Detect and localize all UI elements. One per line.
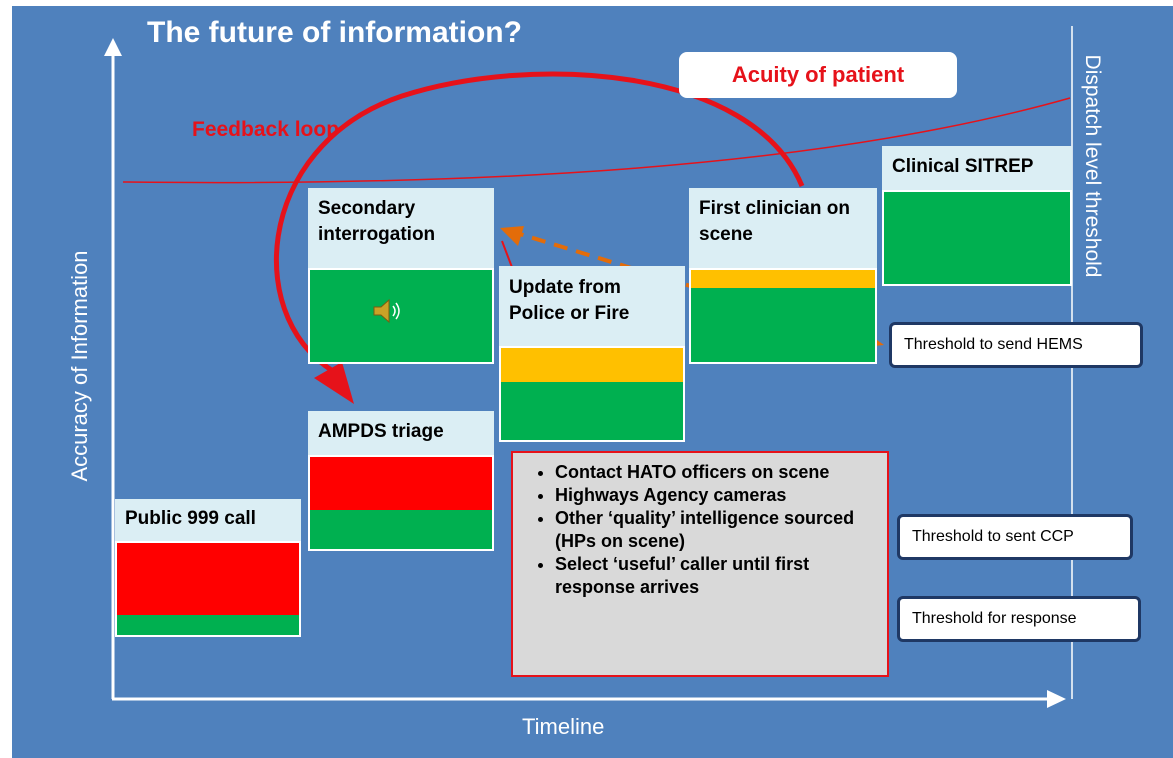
stage-label-ampds-triage: AMPDS triage: [308, 411, 494, 455]
hems-arrowhead-left: [500, 226, 524, 246]
speaker-icon[interactable]: [370, 296, 410, 326]
info-list: Contact HATO officers on scene Highways …: [531, 461, 871, 599]
stage-bar-ampds-triage: [308, 455, 494, 551]
stage-label-clinical-sitrep: Clinical SITREP: [882, 146, 1072, 190]
bar-segment-green: [117, 614, 299, 635]
stage-label-update-police-fire: Update from Police or Fire: [499, 266, 685, 346]
stage-label-public-999-call: Public 999 call: [115, 499, 301, 541]
info-item: Other ‘quality’ intelligence sourced (HP…: [555, 507, 871, 553]
bar-segment-amber: [691, 270, 875, 289]
dispatch-threshold-label: Dispatch level threshold: [1081, 54, 1104, 278]
threshold-response: Threshold for response: [897, 596, 1141, 642]
stage-bar-update-police-fire: [499, 346, 685, 442]
bar-segment-green: [691, 288, 875, 362]
bar-segment-amber: [501, 348, 683, 383]
bar-segment-green: [501, 382, 683, 440]
threshold-ccp: Threshold to sent CCP: [897, 514, 1133, 560]
feedback-loop-label: Feedback loop: [192, 118, 340, 141]
info-box: Contact HATO officers on scene Highways …: [511, 451, 889, 677]
x-axis-arrowhead: [1047, 690, 1066, 708]
slide-title: The future of information?: [147, 16, 522, 49]
stage-bar-public-999-call: [115, 541, 301, 637]
bar-segment-green: [310, 510, 492, 549]
bar-segment-red: [310, 457, 492, 511]
stage-label-secondary-interrogation: Secondary interrogation: [308, 188, 494, 268]
bar-segment-red: [117, 543, 299, 615]
y-axis-label: Accuracy of Information: [67, 250, 92, 482]
slide: The future of information? Acuity of pat…: [12, 6, 1173, 758]
acuity-label: Acuity of patient: [679, 52, 957, 98]
bar-segment-green: [310, 270, 492, 362]
bar-segment-green: [884, 192, 1070, 284]
stage-bar-clinical-sitrep: [882, 190, 1072, 286]
info-item: Contact HATO officers on scene: [555, 461, 871, 484]
threshold-hems: Threshold to send HEMS: [889, 322, 1143, 368]
stage-label-first-clinician: First clinician on scene: [689, 188, 877, 268]
info-item: Select ‘useful’ caller until first respo…: [555, 553, 871, 599]
feedback-loop-arrow: [274, 71, 805, 379]
info-item: Highways Agency cameras: [555, 484, 871, 507]
feedback-loop-arrowhead: [314, 362, 354, 404]
stage-bar-secondary-interrogation: [308, 268, 494, 364]
acuity-curve: [122, 97, 1071, 184]
y-axis-arrowhead: [104, 38, 122, 56]
x-axis-label: Timeline: [522, 714, 605, 739]
stage-bar-first-clinician: [689, 268, 877, 364]
